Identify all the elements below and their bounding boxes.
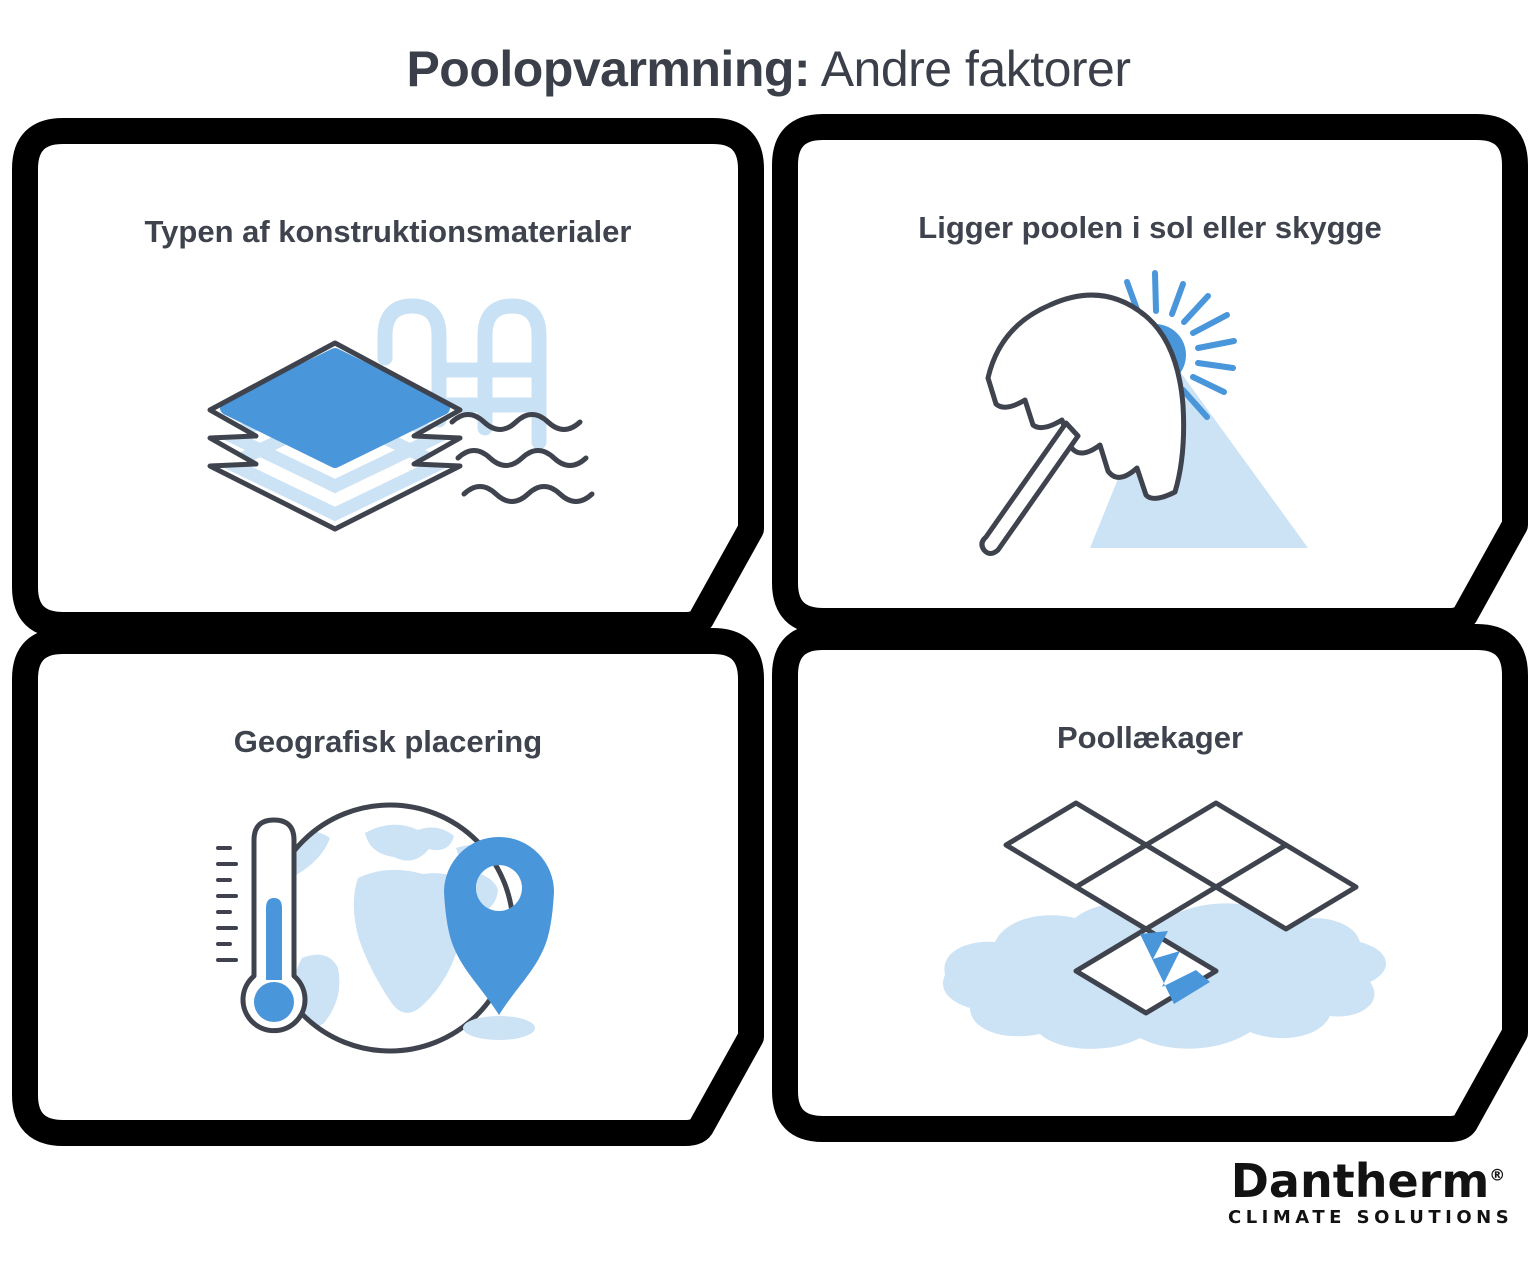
panel-title: Ligger poolen i sol eller skygge: [918, 210, 1382, 245]
panel-construction-materials: Typen af konstruktionsmaterialer: [12, 118, 764, 638]
pool-ladder-icon: [377, 298, 547, 450]
page-title: Poolopvarmning: Andre faktorer: [0, 40, 1537, 98]
layer-stack-icon: [207, 340, 463, 532]
sun-beam-shape: [1090, 355, 1308, 548]
top-layer-blue: [220, 348, 450, 468]
brand-text: Dantherm: [1230, 1154, 1490, 1208]
umbrella-handle: [979, 420, 1081, 556]
brand-tagline: CLIMATE SOLUTIONS: [1228, 1207, 1514, 1228]
tile-grid-icon: [1003, 800, 1359, 1016]
location-pin-icon: [444, 837, 554, 1015]
sun-umbrella-icon: [979, 270, 1308, 556]
water-waves-icon: [449, 412, 595, 504]
panel-title: Geografisk placering: [233, 724, 543, 759]
panel-sun-or-shade: Ligger poolen i sol eller skygge: [772, 114, 1528, 634]
thermometer-icon: [240, 817, 308, 1034]
panel-geographic-location: Geografisk placering: [12, 628, 764, 1146]
globe-icon: [264, 802, 516, 1054]
panel-title: Typen af konstruktionsmaterialer: [144, 214, 632, 249]
dantherm-logo: Dantherm® CLIMATE SOLUTIONS: [1228, 1158, 1514, 1228]
pin-shadow: [463, 1016, 535, 1040]
leak-tiles-icon: [942, 800, 1387, 1049]
registered-mark: ®: [1489, 1165, 1506, 1185]
material-layers-icon: [207, 298, 595, 532]
page-title-bold: Poolopvarmning:: [406, 41, 811, 97]
brand-name: Dantherm®: [1228, 1158, 1508, 1204]
umbrella-icon: [979, 292, 1187, 556]
page-title-regular: Andre faktorer: [810, 41, 1131, 97]
panel-title: Poollækager: [1056, 720, 1244, 755]
thermometer-scale-ticks: [216, 846, 238, 962]
panel-pool-leaks: Poollækager: [772, 624, 1528, 1142]
crack-shape: [1140, 931, 1210, 1004]
globe-location-icon: [216, 802, 554, 1054]
